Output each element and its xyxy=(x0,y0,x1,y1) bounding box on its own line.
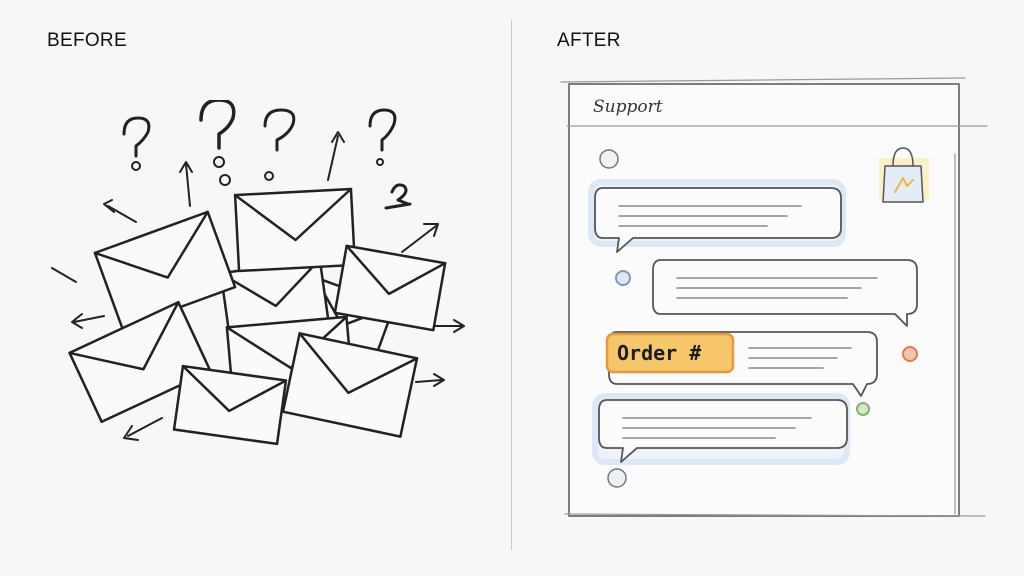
after-heading: AFTER xyxy=(557,30,621,51)
question-mark-icon xyxy=(199,100,236,186)
chat-bubble xyxy=(652,259,918,327)
envelope-icon xyxy=(333,244,447,332)
question-mark-icon xyxy=(368,108,397,166)
order-number-tag xyxy=(605,332,735,374)
envelope-icon xyxy=(93,210,237,330)
avatar-dot-icon xyxy=(856,402,870,416)
avatar-dot-icon xyxy=(615,270,631,286)
question-mark-icon xyxy=(384,183,412,210)
avatar-dot-icon xyxy=(902,346,918,362)
support-chat-window: Support Order # xyxy=(560,77,988,517)
before-illustration xyxy=(51,100,465,446)
window-frame-sketch xyxy=(560,77,988,517)
support-title: Support xyxy=(593,97,663,117)
chat-bubble xyxy=(588,179,846,253)
shopping-bag-icon xyxy=(879,147,929,203)
envelope-icon xyxy=(68,300,212,424)
envelope-icon xyxy=(281,332,419,438)
avatar-dot-icon xyxy=(599,149,619,169)
envelope-icon xyxy=(233,187,357,273)
chat-bubble xyxy=(592,393,850,465)
panel-divider xyxy=(511,20,512,550)
question-mark-icon xyxy=(122,116,151,171)
order-number-label: Order # xyxy=(617,341,701,365)
question-mark-icon xyxy=(263,108,296,181)
envelope-icon xyxy=(172,364,288,446)
chat-bubble-order: Order # xyxy=(605,331,878,397)
avatar-dot-icon xyxy=(607,468,627,488)
before-heading: BEFORE xyxy=(47,30,127,51)
